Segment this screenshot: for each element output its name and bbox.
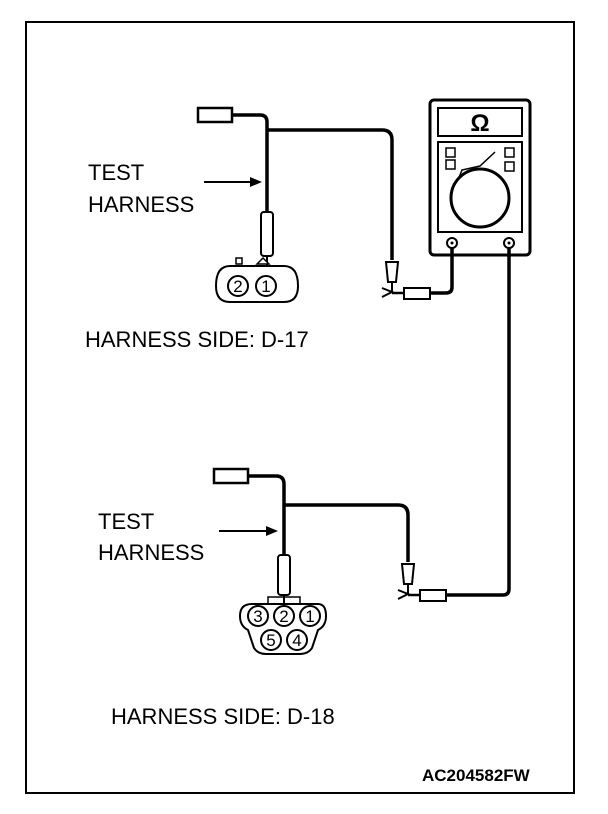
d18-pin-4 bbox=[286, 629, 308, 651]
upper-harness-label-line1: TEST bbox=[88, 160, 145, 185]
d18-pin-3-label: 3 bbox=[253, 607, 262, 626]
lower-harness-label-line1: TEST bbox=[98, 509, 155, 534]
figure-code: AC204582FW bbox=[422, 766, 530, 785]
d17-pin-2-label: 2 bbox=[233, 277, 242, 296]
upper-pointer-arrow bbox=[204, 177, 262, 187]
d17-pin-1 bbox=[255, 275, 277, 297]
upper-connector-caption: HARNESS SIDE: D-17 bbox=[85, 327, 309, 352]
d17-pin-2 bbox=[227, 275, 249, 297]
upper-test-harness bbox=[196, 106, 454, 300]
connector-d17: 2 1 bbox=[214, 256, 300, 303]
d18-pin-5 bbox=[260, 629, 282, 651]
figure-frame bbox=[25, 21, 575, 794]
lower-test-harness bbox=[212, 248, 511, 616]
range-dial bbox=[449, 167, 511, 229]
lower-harness-label-line2: HARNESS bbox=[98, 540, 205, 565]
d18-pin-1 bbox=[299, 605, 321, 627]
d18-pin-1-label: 1 bbox=[305, 607, 314, 626]
lower-pointer-arrow bbox=[219, 526, 278, 536]
d17-pin-1-label: 1 bbox=[261, 277, 270, 296]
multimeter: Ω bbox=[428, 98, 532, 257]
d18-pin-5-label: 5 bbox=[266, 631, 275, 650]
lower-connector-caption: HARNESS SIDE: D-18 bbox=[111, 704, 335, 729]
connector-d18: 3 2 1 5 4 bbox=[238, 596, 328, 655]
d18-pin-3 bbox=[247, 605, 269, 627]
upper-harness-label-line2: HARNESS bbox=[88, 192, 195, 217]
d18-pin-2 bbox=[273, 605, 295, 627]
d18-pin-4-label: 4 bbox=[292, 631, 301, 650]
ohm-symbol: Ω bbox=[470, 110, 489, 137]
meter-display bbox=[437, 107, 523, 137]
d18-pin-2-label: 2 bbox=[279, 607, 288, 626]
